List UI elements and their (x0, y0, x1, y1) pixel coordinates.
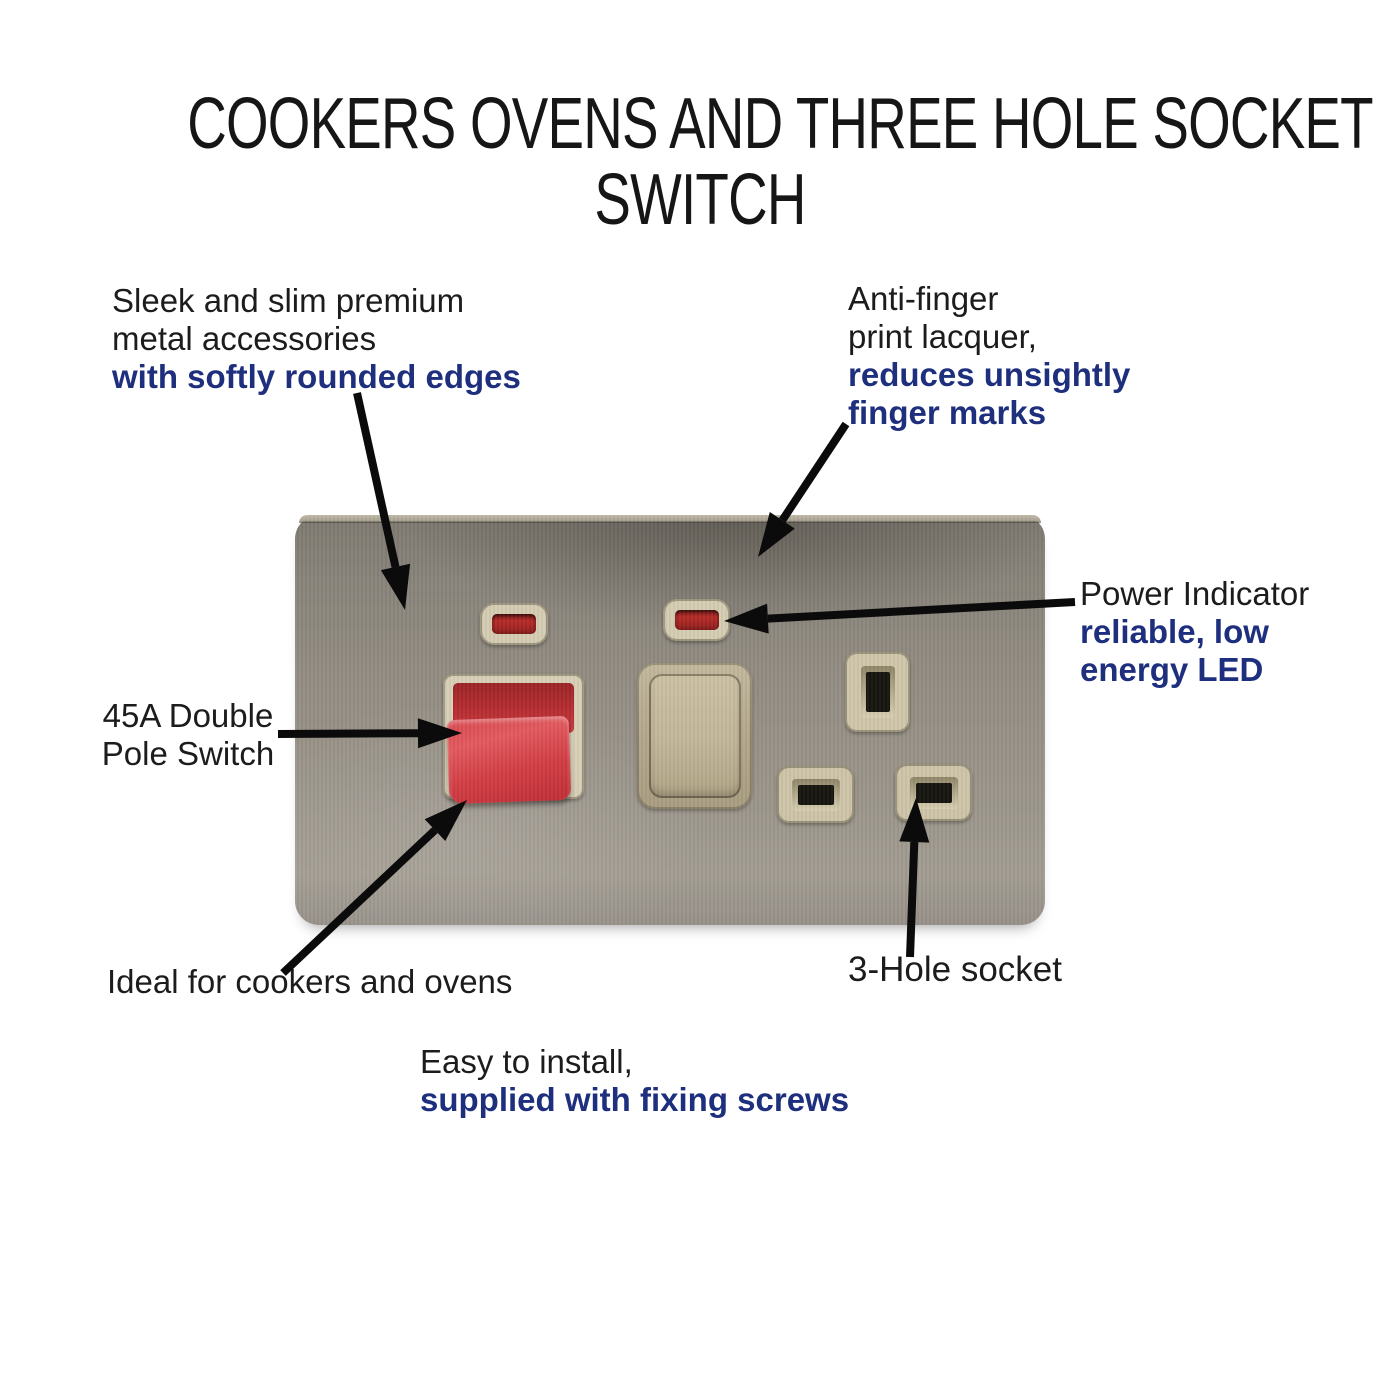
annotation-antifinger: Anti-finger print lacquer, reduces unsig… (848, 280, 1130, 432)
annotation-line-highlight: reduces unsightly (848, 356, 1131, 393)
socket-neutral-hole (895, 764, 972, 821)
socket-hole-opening (865, 672, 890, 712)
rocker-switch (648, 674, 741, 798)
annotation-line: Pole Switch (101, 735, 275, 772)
power-led-window-socket (663, 599, 730, 641)
socket-hole-bevel (860, 666, 895, 718)
annotation-line: print lacquer, (848, 318, 1037, 355)
annotation-line: 3-Hole socket (848, 950, 1062, 989)
socket-hole-bevel (909, 776, 958, 809)
annotation-line: 45A Double (102, 697, 274, 734)
page-title: COOKERS OVENS AND THREE HOLE SOCKET SWIT… (0, 86, 1400, 238)
annotation-line-highlight: energy LED (1080, 651, 1264, 688)
annotation-line: Sleek and slim premium (112, 282, 465, 319)
rocker-switch-frame (637, 663, 752, 809)
socket-hole-bevel (791, 778, 840, 811)
page-title-line2: SWITCH (594, 160, 806, 240)
annotation-power-indicator: Power Indicator reliable, low energy LED (1080, 575, 1309, 689)
annotation-line: Ideal for cookers and ovens (107, 963, 513, 1000)
annotation-line: Power Indicator (1080, 575, 1310, 612)
switch-plate (295, 515, 1045, 925)
annotation-line-highlight: supplied with fixing screws (420, 1081, 850, 1118)
socket-earth-hole (845, 652, 910, 732)
double-pole-switch-frame (443, 674, 584, 805)
socket-live-hole (777, 766, 854, 823)
red-switch-rocker (446, 715, 572, 805)
annotation-line-highlight: reliable, low (1080, 613, 1269, 650)
annotation-three-hole-socket: 3-Hole socket (848, 951, 1062, 989)
power-led-window-cooker (480, 603, 548, 645)
socket-hole-opening (797, 784, 834, 805)
annotation-line: metal accessories (112, 320, 377, 357)
annotation-line: Easy to install, (420, 1043, 633, 1080)
annotation-ideal-cookers: Ideal for cookers and ovens (107, 963, 512, 1001)
red-led-lens-icon (674, 610, 719, 630)
annotation-easy-install: Easy to install, supplied with fixing sc… (420, 1043, 849, 1119)
annotation-line-highlight: finger marks (848, 394, 1047, 431)
socket-hole-opening (915, 782, 952, 803)
annotation-line: Anti-finger (848, 280, 999, 317)
page-title-line1: COOKERS OVENS AND THREE HOLE SOCKET (187, 84, 1373, 164)
annotation-double-pole-switch: 45A Double Pole Switch (88, 697, 288, 773)
red-led-lens-icon (492, 614, 536, 634)
annotation-sleek-edges: Sleek and slim premium metal accessories… (112, 282, 521, 396)
annotation-line-highlight: with softly rounded edges (112, 358, 521, 395)
